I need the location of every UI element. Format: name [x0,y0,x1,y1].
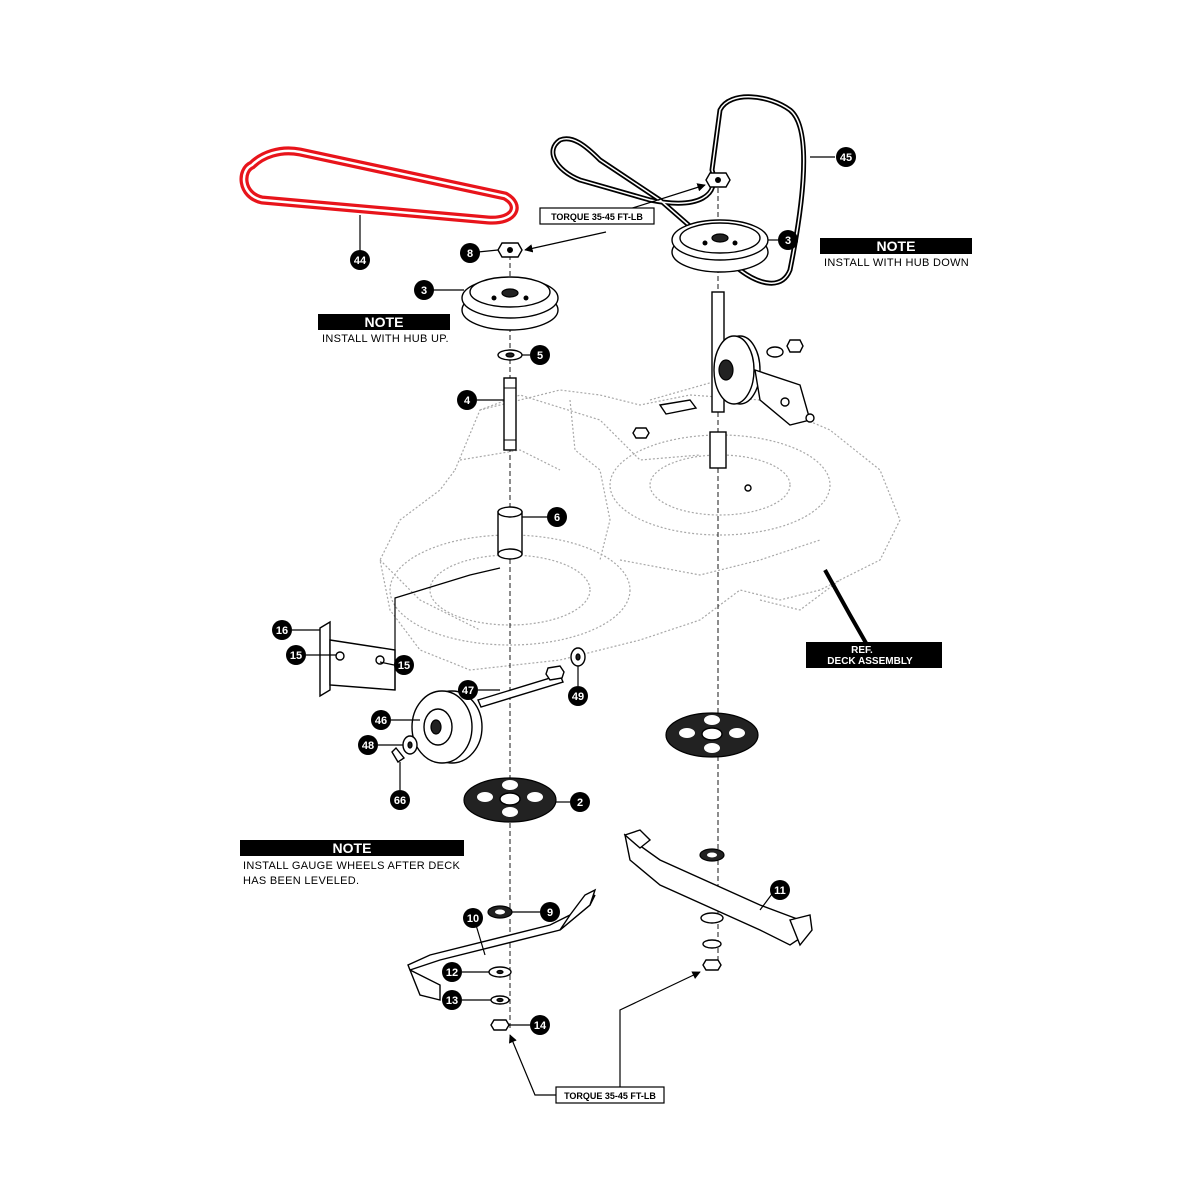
svg-text:4: 4 [464,395,471,407]
washer-13 [490,995,510,1005]
callout-46: 46 [371,710,391,730]
svg-text:15: 15 [290,650,302,662]
note-hub-up: NOTE INSTALL WITH HUB UP. [318,314,450,345]
torque-bottom-text: TORQUE 35-45 FT-LB [564,1091,656,1101]
hairpin-66 [391,746,406,763]
belt-44-highlighted [239,146,519,225]
svg-text:47: 47 [462,685,474,697]
svg-text:45: 45 [840,152,852,164]
callout-11: 11 [770,880,790,900]
callout-16: 16 [272,620,292,640]
note-gauge-wheels-line1: INSTALL GAUGE WHEELS AFTER DECK [243,860,460,872]
callout-5: 5 [530,345,550,365]
callout-12: 12 [442,962,462,982]
leader-lines [292,156,872,1096]
note-gauge-wheels: NOTE INSTALL GAUGE WHEELS AFTER DECK HAS… [240,840,464,887]
left-pulley-nut-8 [497,242,523,258]
bearing-9 [487,905,513,919]
washer-48 [402,735,418,755]
washer-12 [488,966,512,978]
svg-text:14: 14 [534,1020,547,1032]
callout-3-right: 3 [778,230,798,250]
torque-box-bottom: TORQUE 35-45 FT-LB [555,1086,665,1104]
svg-text:13: 13 [446,995,458,1007]
svg-text:46: 46 [375,715,387,727]
callout-66: 66 [390,790,410,810]
right-washers [700,912,724,971]
svg-text:3: 3 [785,235,791,247]
spindle-shaft-4 [503,377,517,451]
callout-45: 45 [836,147,856,167]
deck-assembly-outline [379,379,901,671]
note-gauge-wheels-title: NOTE [333,840,372,856]
callout-8: 8 [460,243,480,263]
right-pulley-nut [705,172,731,188]
left-pulley-3 [461,276,559,331]
svg-text:2: 2 [577,797,583,809]
callout-4: 4 [457,390,477,410]
right-pulley-3 [671,219,769,273]
svg-text:66: 66 [394,795,406,807]
note-hub-up-body: INSTALL WITH HUB UP. [322,333,449,345]
svg-text:48: 48 [362,740,374,752]
svg-text:6: 6 [554,512,560,524]
callout-6: 6 [547,507,567,527]
callout-44: 44 [350,250,370,270]
ref-line2: DECK ASSEMBLY [827,656,913,667]
svg-text:3: 3 [421,285,427,297]
ref-line1: REF. [851,645,873,656]
callout-10: 10 [463,908,483,928]
washer-49 [570,647,586,667]
note-hub-up-title: NOTE [365,314,404,330]
gauge-wheel-bolt-47 [477,665,565,708]
callout-9: 9 [540,902,560,922]
svg-text:49: 49 [572,691,584,703]
callout-14: 14 [530,1015,550,1035]
gauge-wheel-46 [411,690,483,764]
svg-text:44: 44 [354,255,367,267]
right-blade-11 [623,829,813,947]
callout-13: 13 [442,990,462,1010]
right-idler-wheel-bracket [632,335,815,492]
callout-15-left: 15 [286,645,306,665]
svg-text:15: 15 [398,660,410,672]
note-hub-down-title: NOTE [877,238,916,254]
svg-text:10: 10 [467,913,479,925]
right-blade-adapter [665,712,759,758]
spacer-6 [497,506,523,560]
note-gauge-wheels-line2: HAS BEEN LEVELED. [243,875,359,887]
torque-box-top: TORQUE 35-45 FT-LB [539,207,655,225]
nut-14 [490,1019,510,1031]
callout-3-left: 3 [414,280,434,300]
ref-deck-assembly-label: REF. DECK ASSEMBLY [806,642,942,668]
gauge-wheel-bracket-16 [319,620,396,698]
svg-text:5: 5 [537,350,543,362]
callouts: 44 45 8 3 3 5 4 6 16 15 15 47 49 46 48 6… [272,147,856,1035]
blade-adapter-2 [463,777,557,823]
callout-49: 49 [568,686,588,706]
left-blade-10 [407,888,597,1001]
svg-text:11: 11 [774,885,786,897]
note-hub-down-body: INSTALL WITH HUB DOWN [824,257,969,269]
washer-5 [497,349,523,361]
svg-text:12: 12 [446,967,458,979]
svg-text:9: 9 [547,907,553,919]
callout-48: 48 [358,735,378,755]
callout-15-right: 15 [394,655,414,675]
torque-top-text: TORQUE 35-45 FT-LB [551,212,643,222]
callout-2: 2 [570,792,590,812]
svg-text:16: 16 [276,625,288,637]
note-hub-down: NOTE INSTALL WITH HUB DOWN [820,238,972,269]
callout-47: 47 [458,680,478,700]
right-bearing [699,848,725,862]
svg-text:8: 8 [467,248,473,260]
